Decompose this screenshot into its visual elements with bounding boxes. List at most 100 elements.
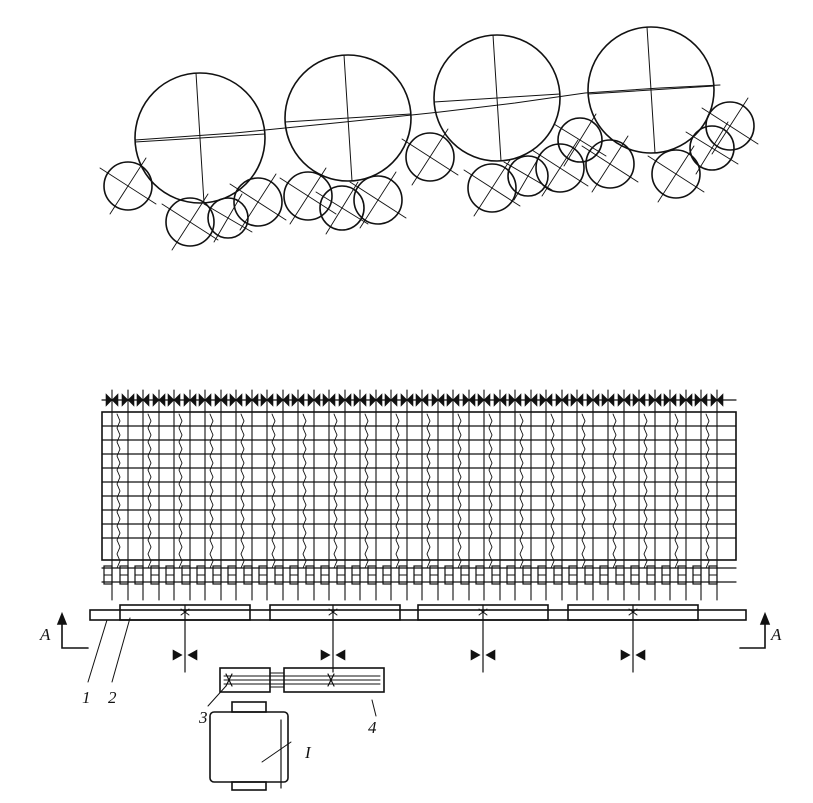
shaft-bearing	[620, 649, 646, 661]
roll-centerline	[171, 193, 209, 251]
roll-centerline	[213, 193, 243, 243]
small-guide-rolls	[99, 97, 759, 251]
top-bearing	[462, 393, 476, 407]
top-bearing	[539, 393, 553, 407]
small-roll	[467, 163, 517, 213]
top-bearing	[446, 393, 460, 407]
leader-line-1	[87, 619, 108, 683]
section-label-right: A	[770, 625, 782, 644]
top-bearing	[322, 393, 336, 407]
drive-shafts	[172, 604, 646, 673]
top-bearing	[431, 393, 445, 407]
top-bearing	[338, 393, 352, 407]
small-roll	[319, 185, 365, 231]
top-bearing	[214, 393, 228, 407]
frame-wavy-line	[209, 413, 214, 569]
top-bearing	[353, 393, 367, 407]
motor-label: I	[304, 743, 312, 762]
frame-vertical-members	[111, 389, 718, 601]
frame-wavy-line	[178, 413, 183, 569]
section-arrow-right-head	[759, 611, 771, 625]
frame-wavy-line	[612, 413, 617, 569]
frame-wavy-line	[550, 413, 555, 569]
top-bearing	[524, 393, 538, 407]
electric-motor	[209, 701, 292, 791]
small-roll	[651, 149, 701, 199]
top-bearing	[632, 393, 646, 407]
callout-label-4: 4	[368, 718, 377, 737]
shaft-bearing	[320, 649, 346, 661]
roll-centerline	[541, 139, 579, 197]
top-bearing	[663, 393, 677, 407]
small-roll	[405, 132, 455, 182]
roll-centerline	[695, 121, 729, 175]
top-bearing	[617, 393, 631, 407]
top-bearing	[694, 393, 708, 407]
gearbox-center-mark	[328, 608, 338, 616]
large-drying-rolls	[134, 26, 715, 204]
top-bearing	[291, 393, 305, 407]
roll-centerline	[492, 34, 502, 162]
frame-wavy-line	[271, 413, 276, 569]
top-bearing	[477, 393, 491, 407]
top-bearing	[710, 393, 724, 407]
top-bearing-row	[101, 393, 737, 407]
top-bearing	[586, 393, 600, 407]
roll-centerline	[711, 97, 749, 155]
roll-centerline	[591, 135, 629, 193]
top-bearing	[508, 393, 522, 407]
top-bearing	[493, 393, 507, 407]
small-roll	[233, 177, 283, 227]
roller-arrangement-view	[99, 26, 759, 251]
roll-centerline	[325, 181, 359, 235]
top-bearing	[276, 393, 290, 407]
frame-wavy-line	[333, 413, 338, 569]
top-bearing	[245, 393, 259, 407]
shaft-bearing	[172, 649, 198, 661]
gearbox-center-mark	[180, 608, 190, 616]
section-arrow-right	[739, 621, 766, 649]
leader-line-2	[111, 617, 131, 683]
section-label-left: A	[39, 625, 51, 644]
frame-wavy-line	[116, 413, 121, 569]
small-roll	[535, 143, 585, 193]
frame-wavy-line	[674, 413, 679, 569]
top-bearing	[260, 393, 274, 407]
large-roll	[284, 54, 412, 182]
roll-centerline	[289, 167, 327, 225]
frame-wavy-line	[581, 413, 586, 569]
roll-centerline	[563, 113, 597, 167]
roll-centerline	[343, 54, 353, 182]
gearbox-housing-2	[269, 604, 401, 621]
top-bearing	[415, 393, 429, 407]
frame-wavy-line	[705, 413, 710, 569]
top-bearing	[152, 393, 166, 407]
frame-wavy-line	[364, 413, 369, 569]
web-path-line	[134, 84, 721, 141]
roll-centerline	[239, 173, 277, 231]
top-bearing	[121, 393, 135, 407]
belt-drive-unit	[207, 667, 385, 717]
gearbox-center-mark	[478, 608, 488, 616]
section-arrow-left	[61, 621, 89, 649]
top-bearing	[307, 393, 321, 407]
roll-centerline	[473, 159, 511, 217]
top-bearing	[167, 393, 181, 407]
top-bearing	[229, 393, 243, 407]
frame-wavy-line	[240, 413, 245, 569]
base-rail	[89, 604, 747, 621]
top-bearing	[648, 393, 662, 407]
small-roll	[165, 197, 215, 247]
roll-centerline	[646, 26, 656, 154]
callout-label-2: 2	[108, 688, 117, 707]
top-bearing	[384, 393, 398, 407]
frame-horizontal-members	[101, 425, 737, 539]
top-bearing	[183, 393, 197, 407]
bottom-coupling-row	[101, 565, 737, 585]
callout-label-3: 3	[198, 708, 208, 727]
machine-plan-view	[56, 389, 771, 791]
small-roll	[689, 125, 735, 171]
section-arrow-left-head	[56, 611, 68, 625]
small-roll	[705, 101, 755, 151]
